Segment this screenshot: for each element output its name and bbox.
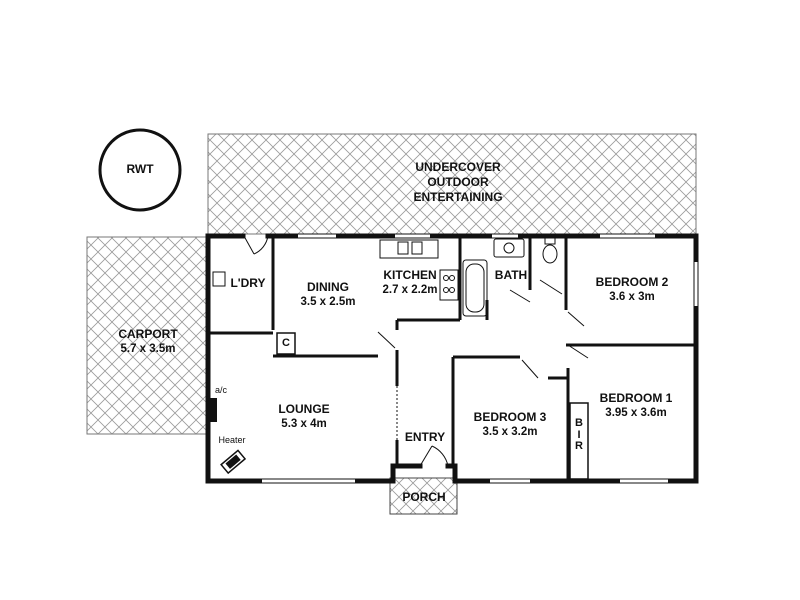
built-in-robe	[569, 402, 589, 480]
laundry-label: L'DRY	[230, 276, 266, 290]
bir-letter-i: I	[577, 428, 581, 441]
dining-label: DINING 3.5 x 2.5m	[282, 280, 374, 309]
bedroom3-label: BEDROOM 3 3.5 x 3.2m	[460, 410, 560, 439]
heater-label: Heater	[218, 435, 246, 445]
bir-letter-b: B	[575, 417, 583, 429]
carport-label: CARPORT 5.7 x 3.5m	[98, 327, 198, 356]
bedroom3-name: BEDROOM 3	[473, 410, 547, 424]
porch-label: PORCH	[402, 490, 446, 504]
doors	[243, 235, 589, 467]
dining-size: 3.5 x 2.5m	[300, 296, 356, 308]
lounge-name: LOUNGE	[278, 402, 330, 416]
carport-area	[86, 236, 209, 435]
heater-unit	[220, 449, 247, 475]
bath-label: BATH	[494, 268, 528, 282]
kitchen-fixtures	[379, 239, 459, 301]
porch-area	[389, 477, 458, 515]
rainwater-tank	[98, 128, 182, 212]
tank-label: RWT	[126, 162, 154, 176]
interior-walls	[208, 236, 696, 481]
windows	[262, 234, 698, 483]
carport-size: 5.7 x 3.5m	[120, 343, 176, 355]
outdoor-label: UNDERCOVER OUTDOOR ENTERTAINING	[392, 160, 524, 205]
kitchen-label: KITCHEN 2.7 x 2.2m	[368, 268, 452, 297]
bedroom1-size: 3.95 x 3.6m	[605, 407, 667, 419]
bedroom2-size: 3.6 x 3m	[609, 291, 655, 303]
kitchen-name: KITCHEN	[383, 268, 437, 282]
outdoor-label-line2: OUTDOOR	[427, 175, 489, 189]
entry-label: ENTRY	[404, 430, 446, 444]
bir-label: B I R	[572, 417, 586, 453]
aircon-label: a/c	[214, 385, 227, 395]
bir-letter-r: R	[575, 440, 583, 453]
cupboard-label: C	[282, 337, 290, 349]
bath-fixtures	[212, 237, 558, 317]
dining-name: DINING	[307, 280, 349, 294]
lounge-size: 5.3 x 4m	[281, 418, 327, 430]
bedroom1-name: BEDROOM 1	[599, 391, 673, 405]
outdoor-entertaining-area	[207, 133, 697, 235]
bedroom1-label: BEDROOM 1 3.95 x 3.6m	[584, 391, 688, 420]
bedroom2-label: BEDROOM 2 3.6 x 3m	[580, 275, 684, 304]
bedroom3-size: 3.5 x 3.2m	[482, 426, 538, 438]
cupboard-box	[276, 332, 296, 355]
outdoor-label-line3: ENTERTAINING	[413, 190, 503, 204]
outdoor-label-line1: UNDERCOVER	[415, 160, 501, 174]
kitchen-size: 2.7 x 2.2m	[382, 284, 438, 296]
bedroom2-name: BEDROOM 2	[595, 275, 669, 289]
carport-name: CARPORT	[118, 327, 178, 341]
lounge-label: LOUNGE 5.3 x 4m	[262, 402, 346, 431]
aircon-unit	[209, 398, 217, 422]
